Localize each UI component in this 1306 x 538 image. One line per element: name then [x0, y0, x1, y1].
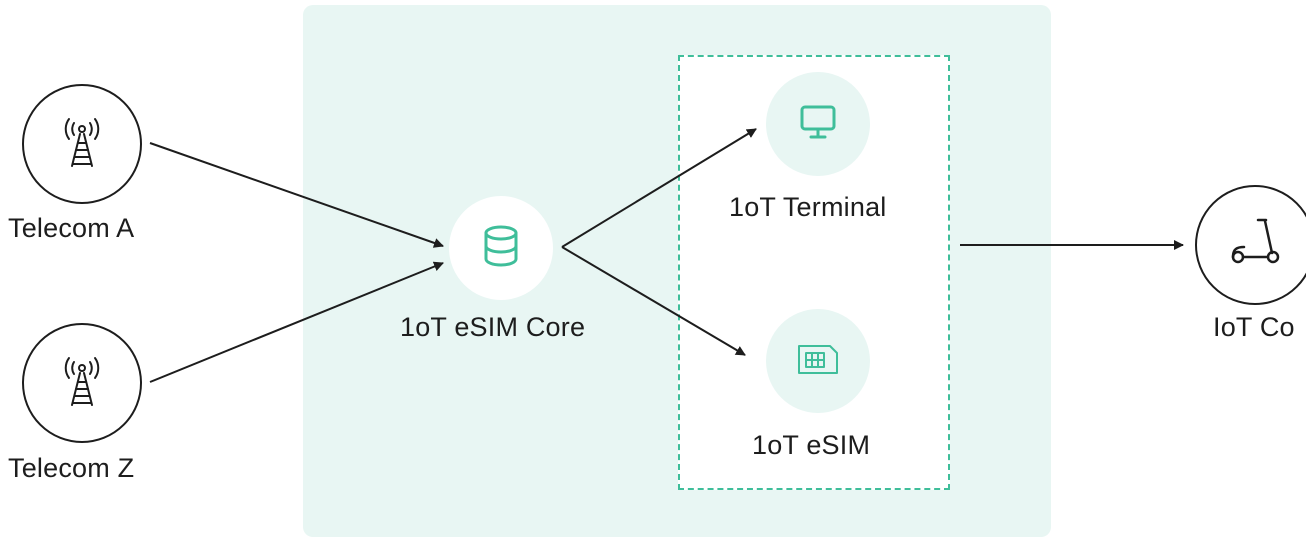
esim-core-label: 1oT eSIM Core — [400, 312, 586, 342]
iot-device-label: IoT Co — [1213, 312, 1295, 342]
cell-tower-icon — [50, 110, 114, 179]
terminal-node — [766, 72, 870, 176]
telecom-z-node — [22, 323, 142, 443]
esim-label: 1oT eSIM — [752, 430, 871, 460]
scooter-icon — [1225, 213, 1285, 278]
sim-card-icon — [794, 335, 842, 388]
telecom-z-label: Telecom Z — [8, 453, 135, 483]
database-icon — [477, 222, 525, 275]
telecom-a-node — [22, 84, 142, 204]
terminal-label: 1oT Terminal — [729, 192, 887, 222]
esim-node — [766, 309, 870, 413]
monitor-icon — [796, 100, 840, 149]
telecom-a-label: Telecom A — [8, 213, 135, 243]
cell-tower-icon — [50, 349, 114, 418]
iot-device-node — [1195, 185, 1306, 305]
esim-core-node — [449, 196, 553, 300]
